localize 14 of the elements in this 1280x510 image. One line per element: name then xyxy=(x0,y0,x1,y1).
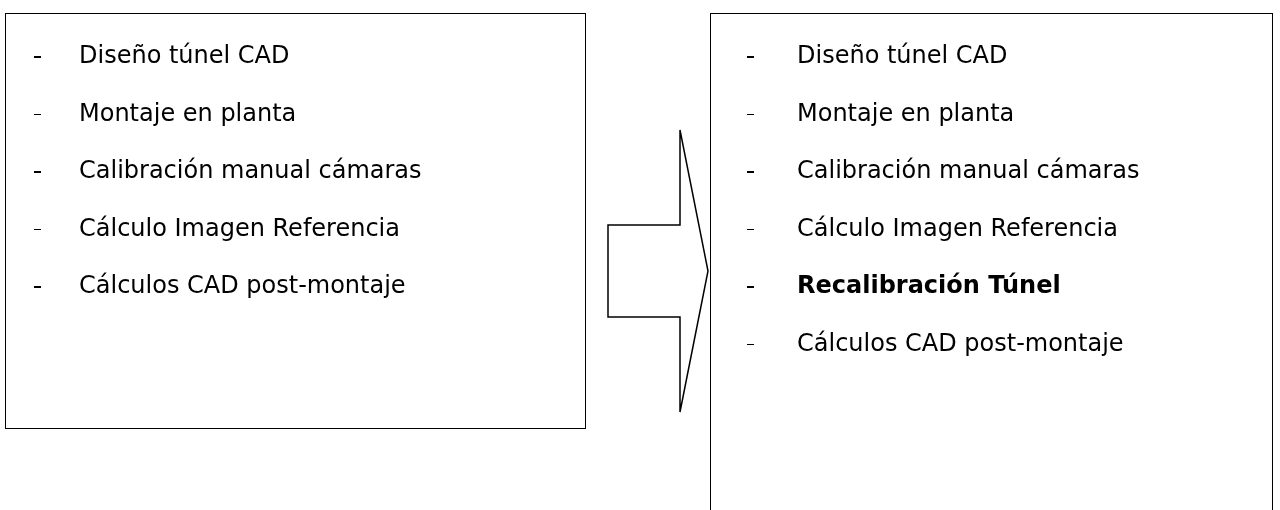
list-item: Calibración manual cámaras xyxy=(797,155,1140,185)
list-item: Calibración manual cámaras xyxy=(79,155,422,185)
block-arrow xyxy=(607,129,709,413)
list-box xyxy=(710,13,1273,510)
list-item: Cálculos CAD post-montaje xyxy=(79,270,406,300)
list-item: Montaje en planta xyxy=(797,97,1015,128)
list-item: Cálculo Imagen Referencia xyxy=(79,212,400,243)
list-item: Diseño túnel CAD xyxy=(79,40,290,70)
list-item: Montaje en planta xyxy=(79,97,297,128)
list-item: Cálculo Imagen Referencia xyxy=(797,212,1118,243)
list-item: Cálculos CAD post-montaje xyxy=(797,327,1124,358)
list-item: Recalibración Túnel xyxy=(797,270,1061,300)
list-box xyxy=(5,13,586,429)
list-item: Diseño túnel CAD xyxy=(797,40,1008,70)
